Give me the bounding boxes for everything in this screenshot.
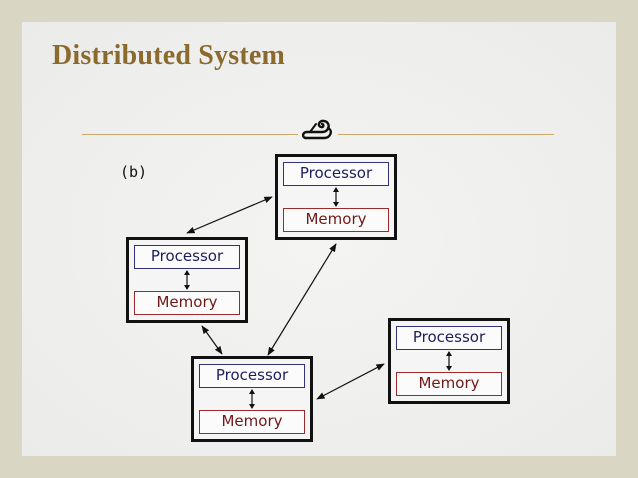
processor-box: Processor — [199, 364, 305, 388]
processor-memory-arrow — [446, 351, 452, 371]
computer-node-top: Processor Memory — [275, 154, 397, 240]
title-divider-left — [82, 134, 298, 135]
link-bottom-right — [316, 363, 385, 400]
link-top-bottom — [267, 243, 337, 356]
processor-box: Processor — [283, 162, 389, 186]
scroll-ornament-icon — [301, 119, 332, 140]
computer-node-right: Processor Memory — [388, 318, 510, 404]
computer-node-left: Processor Memory — [126, 237, 248, 323]
memory-box: Memory — [283, 208, 389, 232]
processor-box: Processor — [134, 245, 240, 269]
link-left-bottom — [201, 325, 223, 355]
title-divider-right — [338, 134, 554, 135]
memory-box: Memory — [134, 291, 240, 315]
link-top-left — [186, 196, 273, 234]
computer-node-bottom: Processor Memory — [191, 356, 313, 442]
memory-box: Memory — [396, 372, 502, 396]
processor-memory-arrow — [249, 389, 255, 409]
memory-box: Memory — [199, 410, 305, 434]
processor-box: Processor — [396, 326, 502, 350]
processor-memory-arrow — [184, 270, 190, 290]
processor-memory-arrow — [333, 187, 339, 207]
panel-label: (b) — [120, 163, 148, 181]
slide-title: Distributed System — [52, 40, 286, 71]
